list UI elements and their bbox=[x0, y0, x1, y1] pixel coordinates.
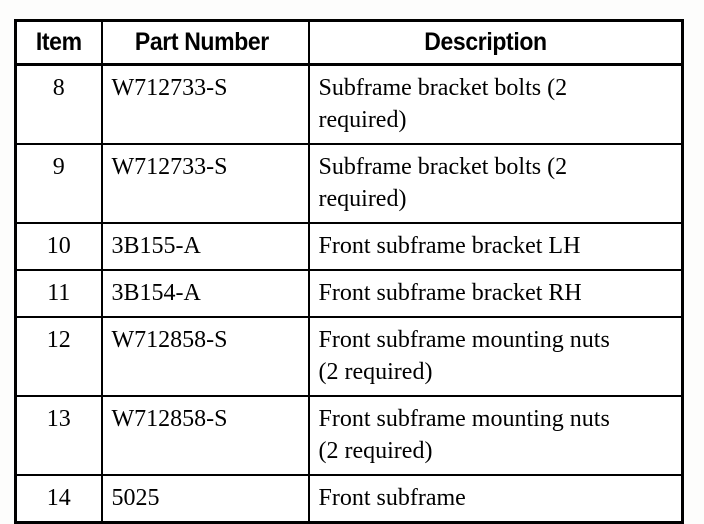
description-line: Front subframe bracket RH bbox=[318, 280, 582, 306]
cell-item: 12 bbox=[15, 316, 103, 397]
cell-description: Front subframe bracket LH bbox=[307, 222, 683, 271]
table-body: 8 W712733-S Subframe bracket bolts (2 re… bbox=[15, 63, 683, 523]
table-row: 13 W712858-S Front subframe mounting nut… bbox=[15, 395, 683, 476]
description-value: Subframe bracket bolts (2 required) bbox=[310, 145, 682, 222]
item-value: 8 bbox=[52, 75, 65, 101]
item-value: 12 bbox=[46, 327, 71, 353]
column-header-description-label: Description bbox=[423, 28, 547, 56]
table-header: Item Part Number Description bbox=[15, 20, 683, 66]
part-number-value: W712733-S bbox=[111, 75, 228, 101]
cell-part-number: 3B154-A bbox=[100, 269, 310, 318]
description-value: Front subframe bracket LH bbox=[310, 224, 682, 269]
cell-part-number: 5025 bbox=[100, 474, 310, 523]
table-row: 12 W712858-S Front subframe mounting nut… bbox=[15, 316, 683, 397]
cell-description: Front subframe bbox=[307, 474, 683, 523]
description-line: Front subframe bracket LH bbox=[318, 233, 581, 259]
item-value: 14 bbox=[46, 485, 71, 511]
part-number-value: 5025 bbox=[111, 485, 160, 511]
cell-item: 8 bbox=[15, 63, 103, 145]
description-line: required) bbox=[318, 107, 407, 133]
table-row: 11 3B154-A Front subframe bracket RH bbox=[15, 269, 683, 318]
description-value: Front subframe bracket RH bbox=[310, 271, 682, 316]
description-line: Subframe bracket bolts (2 bbox=[318, 154, 568, 180]
column-header-description: Description bbox=[307, 20, 683, 66]
description-value: Front subframe bbox=[310, 476, 682, 521]
cell-description: Front subframe mounting nuts (2 required… bbox=[307, 316, 683, 397]
part-number-value: 3B155-A bbox=[111, 233, 201, 259]
column-header-item-label: Item bbox=[35, 28, 82, 56]
item-value: 13 bbox=[46, 406, 71, 432]
table-row: 14 5025 Front subframe bbox=[15, 474, 683, 523]
table-row: 10 3B155-A Front subframe bracket LH bbox=[15, 222, 683, 271]
part-number-value: W712733-S bbox=[111, 154, 228, 180]
cell-item: 10 bbox=[15, 222, 103, 271]
part-number-value: W712858-S bbox=[111, 406, 228, 432]
description-line: (2 required) bbox=[318, 359, 433, 385]
cell-part-number: 3B155-A bbox=[100, 222, 310, 271]
item-value: 9 bbox=[52, 154, 65, 180]
cell-item: 11 bbox=[15, 269, 103, 318]
table-row: 8 W712733-S Subframe bracket bolts (2 re… bbox=[15, 63, 683, 145]
description-value: Front subframe mounting nuts (2 required… bbox=[310, 397, 682, 474]
cell-part-number: W712858-S bbox=[100, 316, 310, 397]
header-row: Item Part Number Description bbox=[15, 20, 683, 66]
cell-item: 13 bbox=[15, 395, 103, 476]
column-header-part-number-label: Part Number bbox=[134, 28, 269, 56]
description-value: Subframe bracket bolts (2 required) bbox=[310, 66, 682, 143]
column-header-part-number: Part Number bbox=[100, 20, 310, 66]
cell-description: Front subframe mounting nuts (2 required… bbox=[307, 395, 683, 476]
cell-description: Subframe bracket bolts (2 required) bbox=[307, 143, 683, 224]
description-line: Front subframe mounting nuts bbox=[318, 327, 610, 353]
cell-part-number: W712733-S bbox=[100, 143, 310, 224]
column-header-item: Item bbox=[15, 20, 103, 66]
cell-description: Front subframe bracket RH bbox=[307, 269, 683, 318]
description-value: Front subframe mounting nuts (2 required… bbox=[310, 318, 682, 395]
part-number-value: 3B154-A bbox=[111, 280, 201, 306]
description-line: Front subframe bbox=[318, 485, 466, 511]
cell-part-number: W712858-S bbox=[100, 395, 310, 476]
description-line: Subframe bracket bolts (2 bbox=[318, 75, 568, 101]
description-line: Front subframe mounting nuts bbox=[318, 406, 610, 432]
description-line: required) bbox=[318, 186, 407, 212]
table-row: 9 W712733-S Subframe bracket bolts (2 re… bbox=[15, 143, 683, 224]
cell-item: 14 bbox=[15, 474, 103, 523]
item-value: 11 bbox=[47, 280, 71, 306]
cell-item: 9 bbox=[15, 143, 103, 224]
description-line: (2 required) bbox=[318, 438, 433, 464]
page-canvas: Item Part Number Description 8 W712733-S bbox=[14, 19, 684, 524]
cell-description: Subframe bracket bolts (2 required) bbox=[307, 63, 683, 145]
item-value: 10 bbox=[46, 233, 71, 259]
part-number-value: W712858-S bbox=[111, 327, 228, 353]
parts-list-table: Item Part Number Description 8 W712733-S bbox=[14, 19, 684, 524]
cell-part-number: W712733-S bbox=[100, 63, 310, 145]
